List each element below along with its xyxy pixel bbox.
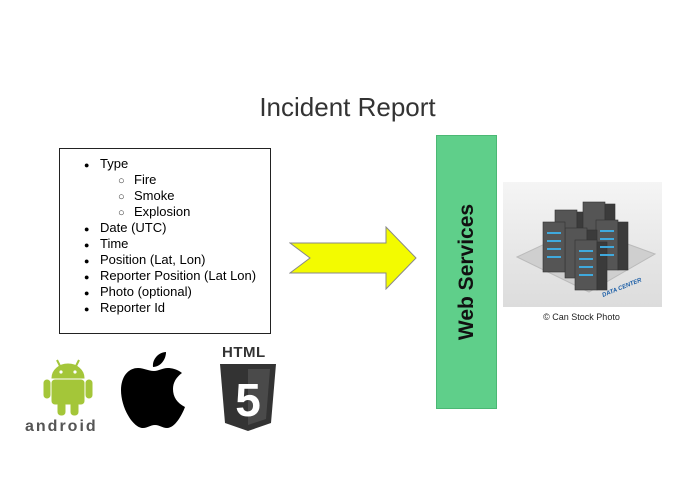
html5-wordmark: HTML xyxy=(222,344,266,361)
report-field-item: ● Reporter Position (Lat Lon) xyxy=(84,268,256,284)
report-field-item: ● Date (UTC) xyxy=(84,220,166,236)
image-credit: © Can Stock Photo xyxy=(543,312,620,322)
circle-bullet-icon: ○ xyxy=(118,207,125,219)
report-field-item: ● Photo (optional) xyxy=(84,284,192,300)
report-field-item: ● Time xyxy=(84,236,128,252)
bullet-icon: ● xyxy=(84,303,90,314)
android-wordmark: android xyxy=(25,418,98,435)
circle-bullet-icon: ○ xyxy=(118,191,125,203)
report-field-label: Date (UTC) xyxy=(100,220,167,235)
web-services-box: Web Services xyxy=(436,135,497,409)
html5-number: 5 xyxy=(235,374,261,426)
bullet-icon: ● xyxy=(84,239,90,250)
data-center-image: DATA CENTER xyxy=(503,182,662,307)
report-field-item: ● Reporter Id xyxy=(84,300,165,316)
bullet-icon: ● xyxy=(84,271,90,282)
report-subfield-item: ○ Smoke xyxy=(118,188,174,204)
incident-report-box: ● Type ○ Fire ○ Smoke ○ Explosion ● Date (UTC) ● Ti… xyxy=(59,148,271,334)
report-field-item: ● Position (Lat, Lon) xyxy=(84,252,206,268)
apple-icon xyxy=(121,352,185,428)
html5-icon: 5 xyxy=(220,364,276,431)
android-icon xyxy=(43,359,93,416)
report-field-label: Photo (optional) xyxy=(100,284,192,299)
report-subfield-label: Smoke xyxy=(134,188,175,203)
bullet-icon: ● xyxy=(84,159,90,170)
page-title: Incident Report xyxy=(259,92,436,122)
server-icon xyxy=(542,201,629,291)
bullet-icon: ● xyxy=(84,255,90,266)
report-subfield-label: Explosion xyxy=(134,204,191,219)
bullet-icon: ● xyxy=(84,223,90,234)
report-field-label: Type xyxy=(100,156,129,171)
report-subfield-item: ○ Explosion xyxy=(118,204,190,220)
report-subfield-item: ○ Fire xyxy=(118,172,156,188)
web-services-label: Web Services xyxy=(454,203,478,341)
report-field-label: Reporter Id xyxy=(100,300,166,315)
bullet-icon: ● xyxy=(84,287,90,298)
report-field-label: Time xyxy=(100,236,129,251)
report-field-label: Reporter Position (Lat Lon) xyxy=(100,268,257,283)
report-field-label: Position (Lat, Lon) xyxy=(100,252,206,267)
circle-bullet-icon: ○ xyxy=(118,175,125,187)
arrow-icon xyxy=(289,226,417,290)
report-field-item: ● Type xyxy=(84,156,128,172)
html5-logo: HTML 5 xyxy=(218,344,278,432)
report-subfield-label: Fire xyxy=(134,172,157,187)
